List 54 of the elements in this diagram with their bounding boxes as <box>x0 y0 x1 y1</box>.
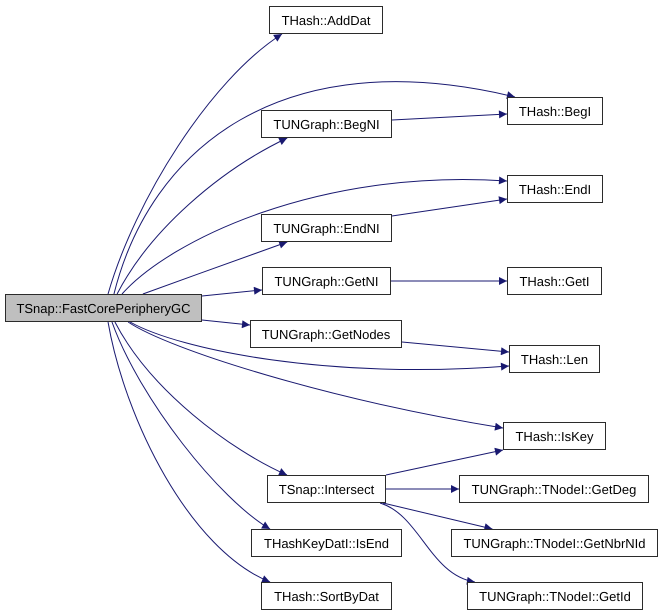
call-arrow <box>202 320 250 328</box>
function-box <box>507 267 602 295</box>
function-name: THash::BegI <box>518 104 592 118</box>
function-box <box>467 582 643 610</box>
function-name: THash::Len <box>520 352 588 366</box>
function-box <box>459 475 649 503</box>
call-arrow <box>202 286 262 296</box>
function-box <box>451 529 658 557</box>
function-box <box>250 320 402 348</box>
function-name: THash::AddDat <box>282 12 370 28</box>
function-name: TUNGraph::GetNodes <box>262 326 390 342</box>
function-name: THashKeyDatI::IsEnd <box>264 536 389 550</box>
call-arrow <box>122 176 508 294</box>
function-name: TUNGraph::TNodeI::GetNbrNId <box>463 536 646 550</box>
function-box <box>261 582 392 610</box>
function-box <box>261 110 392 138</box>
call-arrow <box>116 138 288 294</box>
function-box <box>262 267 391 295</box>
call-arrow <box>113 81 516 294</box>
call-arrow <box>128 322 504 431</box>
function-name: TUNGraph::TNodeI::GetDeg <box>472 482 636 496</box>
call-arrow <box>380 502 476 584</box>
function-box <box>503 422 606 450</box>
call-arrow <box>392 196 508 216</box>
call-arrow <box>386 448 504 476</box>
call-arrow <box>108 322 271 582</box>
function-box <box>507 175 603 203</box>
function-box <box>251 529 402 557</box>
function-box <box>269 6 383 34</box>
function-name: TUNGraph::TNodeI::GetId <box>479 588 631 604</box>
function-name: TUNGraph::BegNI <box>273 116 380 132</box>
root-function-box <box>5 294 202 322</box>
function-name: TUNGraph::GetNI <box>274 274 379 288</box>
call-arrow <box>111 322 271 530</box>
function-name: THash::EndI <box>518 182 592 196</box>
function-box <box>509 345 600 373</box>
call-arrow <box>392 110 508 120</box>
call-arrow <box>390 277 508 285</box>
function-box <box>261 214 392 242</box>
function-box <box>267 475 386 503</box>
call-arrow <box>130 322 510 370</box>
call-arrow <box>386 485 460 493</box>
call-arrow <box>142 240 288 294</box>
function-name: THash::IsKey <box>515 428 594 444</box>
function-box <box>507 97 603 125</box>
function-name: TSnap::Intersect <box>278 482 374 496</box>
function-name: THash::SortByDat <box>274 588 379 604</box>
function-name: THash::GetI <box>519 274 590 288</box>
call-arrow <box>402 342 510 356</box>
function-name: TUNGraph::EndNI <box>273 220 380 236</box>
call-arrow <box>382 502 493 532</box>
call-arrow <box>108 34 282 294</box>
call-arrow <box>114 322 288 476</box>
function-name: TSnap::FastCorePeripheryGC <box>16 300 191 316</box>
